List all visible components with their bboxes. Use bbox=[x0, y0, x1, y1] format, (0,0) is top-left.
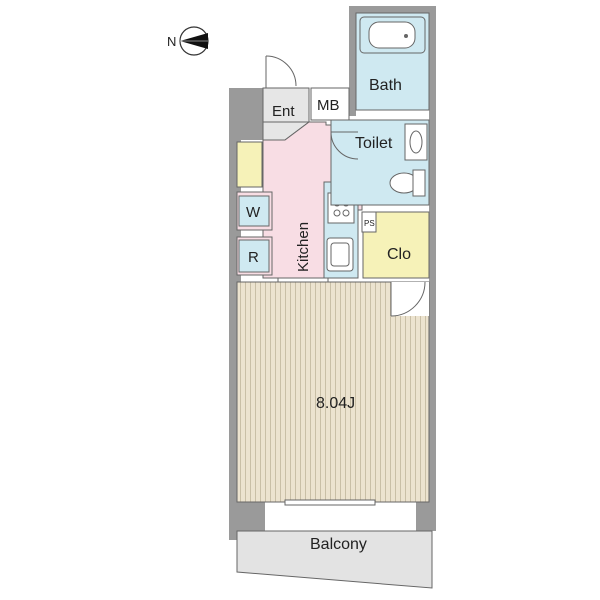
ps-label-top: PS bbox=[364, 219, 375, 228]
compass-icon bbox=[179, 26, 209, 56]
entrance-area bbox=[262, 87, 310, 123]
r-label: R bbox=[248, 249, 259, 266]
balcony bbox=[236, 530, 433, 589]
clo-label: Clo bbox=[387, 246, 411, 263]
balcony-window bbox=[284, 499, 376, 506]
closet-left bbox=[236, 141, 263, 188]
kitchen-label: Kitchen bbox=[295, 222, 312, 272]
toilet-label: Toilet bbox=[355, 135, 393, 152]
washer-box bbox=[238, 195, 270, 227]
fridge-box bbox=[238, 239, 270, 273]
clo-door bbox=[390, 281, 429, 317]
mb-room bbox=[310, 87, 350, 121]
compass-label: N bbox=[167, 34, 176, 49]
living-room bbox=[236, 281, 430, 503]
bath-label: Bath bbox=[369, 77, 402, 94]
balcony-label: Balcony bbox=[310, 536, 367, 553]
bathtub-icon bbox=[359, 16, 426, 54]
kitchen-door-rail bbox=[277, 277, 329, 283]
w-label: W bbox=[246, 204, 261, 221]
entrance-door bbox=[265, 55, 297, 88]
washbasin-icon bbox=[404, 123, 428, 161]
living-area-label: 8.04J bbox=[316, 395, 355, 412]
toilet-icon bbox=[389, 169, 426, 197]
mb-label: MB bbox=[317, 97, 340, 114]
toilet-door bbox=[330, 131, 359, 160]
ent-label: Ent bbox=[272, 103, 295, 120]
sink-icon bbox=[326, 237, 354, 272]
